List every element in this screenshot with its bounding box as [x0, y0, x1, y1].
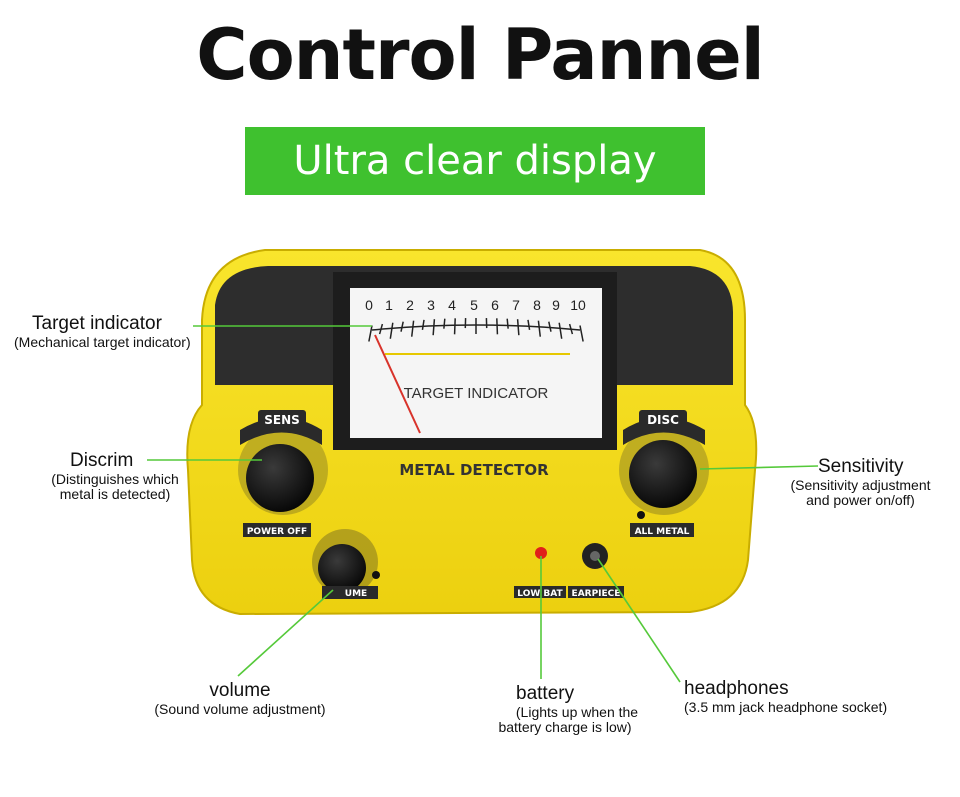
scale-3: 3: [427, 297, 435, 313]
sens-knob-group: SENS POWER OFF: [238, 410, 328, 537]
meter-arc: [371, 324, 581, 331]
meter-tick: [579, 325, 584, 342]
disc-bottom-label: ALL METAL: [635, 527, 690, 537]
callout-volume-desc: (Sound volume adjustment): [154, 701, 326, 717]
sens-knob: [246, 444, 314, 512]
callout-discrim-desc2: metal is detected): [59, 486, 171, 502]
disc-label: DISC: [647, 413, 679, 427]
callout-headphones: headphones (3.5 mm jack headphone socket…: [684, 678, 924, 715]
meter-tick: [548, 321, 552, 332]
leader-sensitivity: [699, 465, 819, 470]
callout-volume: volume (Sound volume adjustment): [120, 680, 360, 717]
page-title: Control Pannel: [196, 14, 765, 96]
callout-headphones-title: headphones: [684, 678, 789, 699]
callout-discrim: Discrim (Distinguishes which metal is de…: [30, 450, 200, 502]
volume-bottom-label: UME: [345, 589, 367, 599]
meter-ticks: [368, 318, 584, 342]
meter-tick: [527, 319, 531, 330]
meter-needle: [374, 334, 421, 434]
meter-tick: [453, 318, 456, 335]
meter-tick: [400, 321, 404, 332]
leader-volume: [237, 589, 334, 677]
scale-1: 1: [385, 297, 393, 313]
meter-tick: [368, 325, 373, 342]
meter-tick: [432, 319, 436, 336]
scale-7: 7: [512, 297, 520, 313]
meter-tick: [410, 320, 415, 337]
meter-tick: [506, 318, 509, 329]
callout-volume-title: volume: [209, 680, 271, 701]
callout-sensitivity: Sensitivity (Sensitivity adjustment and …: [768, 456, 953, 508]
meter-tick: [516, 319, 520, 336]
scale-4: 4: [448, 297, 456, 313]
volume-knob: [318, 544, 366, 592]
callout-target-desc: (Mechanical target indicator): [14, 334, 191, 350]
low-bat-led: [535, 547, 547, 559]
disc-knob-group: DISC ALL METAL: [619, 410, 709, 537]
volume-knob-group: UME: [312, 529, 380, 599]
callout-headphones-desc: (3.5 mm jack headphone socket): [684, 699, 888, 715]
earpiece-label: EARPIECE: [572, 589, 621, 599]
callout-battery-desc2: battery charge is low): [498, 719, 632, 735]
callout-sensitivity-desc2: and power on/off): [806, 492, 915, 508]
meter-tick: [558, 322, 563, 339]
sens-bottom-label: POWER OFF: [247, 527, 307, 537]
callout-target: Target indicator (Mechanical target indi…: [14, 313, 191, 350]
brand-label: METAL DETECTOR: [399, 461, 549, 479]
meter-tick: [496, 318, 499, 335]
scale-9: 9: [552, 297, 560, 313]
sens-label: SENS: [264, 413, 300, 427]
callout-battery-title: battery: [516, 683, 575, 704]
leader-headphones: [597, 558, 681, 683]
meter-tick: [421, 319, 425, 330]
scale-8: 8: [533, 297, 541, 313]
scale-6: 6: [491, 297, 499, 313]
disc-knob: [629, 440, 697, 508]
scale-2: 2: [406, 297, 414, 313]
callout-battery: battery (Lights up when the battery char…: [470, 683, 660, 735]
scale-5: 5: [470, 297, 478, 313]
callout-sensitivity-desc1: (Sensitivity adjustment: [790, 477, 931, 493]
callout-discrim-desc1: (Distinguishes which: [51, 471, 179, 487]
callout-battery-desc1: (Lights up when the: [515, 704, 639, 720]
banner: Ultra clear display: [245, 127, 705, 195]
scale-0: 0: [365, 297, 373, 313]
meter-face: [350, 288, 602, 438]
leader-lines: [147, 325, 819, 683]
callout-discrim-title: Discrim: [70, 450, 134, 471]
meter-tick: [537, 320, 542, 337]
meter-scale: 0 1 2 3 4 5 6 7 8 9 10: [365, 297, 586, 313]
callout-target-title: Target indicator: [32, 313, 162, 334]
meter-label: TARGET INDICATOR: [404, 385, 549, 402]
scale-10: 10: [570, 297, 586, 313]
meter-tick: [443, 318, 446, 329]
callout-sensitivity-title: Sensitivity: [818, 456, 904, 477]
meter-tick: [389, 322, 394, 339]
